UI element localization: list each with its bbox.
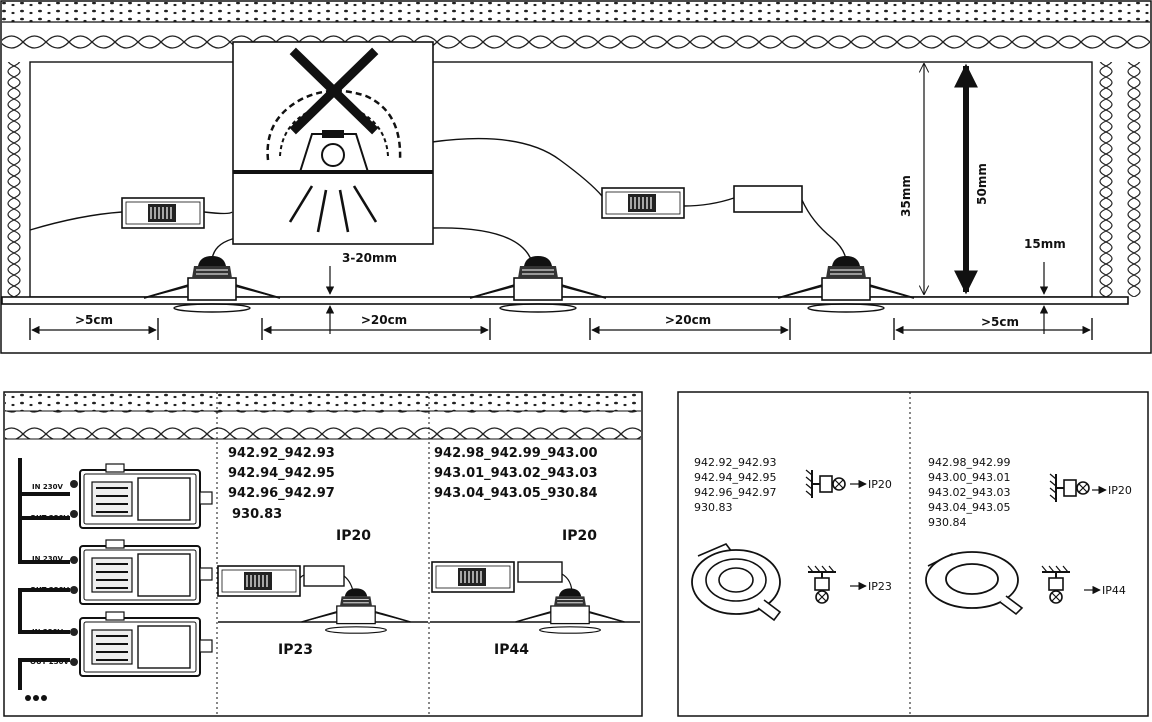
- ip-left-bottom: IP23: [868, 580, 892, 593]
- ip-right-bottom: IP44: [1102, 584, 1126, 597]
- right-code-3: 943.04_943.05_930.84: [434, 486, 598, 501]
- wiring-box-2: [69, 539, 213, 605]
- ip-left-top: IP20: [868, 478, 892, 491]
- right-ip-bottom: IP44: [494, 642, 529, 658]
- ip-right-code-3: 943.02_943.03: [928, 486, 1010, 499]
- in-label-2: IN 230V: [32, 555, 64, 563]
- ip-right-code-2: 943.00_943.01: [928, 471, 1010, 484]
- out-label-3: OUT 230V: [30, 658, 69, 666]
- dim-mid-gap-2: >20cm: [665, 313, 711, 327]
- mid-column: 942.92_942.93 942.94_942.95 942.96_942.9…: [217, 446, 428, 658]
- ip-rating-panel: 942.92_942.93 942.94_942.95 942.96_942.9…: [677, 391, 1149, 717]
- mid-code-3: 942.96_942.97: [228, 486, 335, 501]
- ip-right-code-4: 943.04_943.05: [928, 501, 1010, 514]
- downlight-round-right: [925, 551, 1024, 616]
- top-installation-panel: 35mm 50mm 15mm 3-20mm >5cm >20cm >20cm >…: [0, 0, 1152, 354]
- driver-box: [733, 185, 803, 213]
- mid-ip-top: IP20: [336, 528, 371, 544]
- dim-35mm: 35mm: [899, 175, 913, 217]
- ip-right-code-1: 942.98_942.99: [928, 456, 1010, 469]
- mid-transformer: [217, 565, 301, 597]
- wiring-box-1: [69, 463, 213, 529]
- dim-mid-gap-1: >20cm: [361, 313, 407, 327]
- ip-left-code-1: 942.92_942.93: [694, 456, 776, 469]
- dim-50mm: 50mm: [975, 163, 989, 205]
- wiring-panel: IN 230V OUT 230V IN 230V OUT 230V IN 230…: [3, 391, 643, 717]
- mid-code-2: 942.94_942.95: [228, 466, 335, 481]
- right-transformer: [431, 561, 515, 593]
- no-insulation-warning: [232, 41, 434, 245]
- right-code-2: 943.01_943.02_943.03: [434, 466, 598, 481]
- ip-right-top: IP20: [1108, 484, 1132, 497]
- ip-left-code-4: 930.83: [694, 501, 733, 514]
- ip-left-code-3: 942.96_942.97: [694, 486, 776, 499]
- mid-code-4: 930.83: [232, 507, 282, 522]
- ip-left-code-2: 942.94_942.95: [694, 471, 776, 484]
- dim-right-gap: >5cm: [981, 315, 1019, 329]
- wiring-box-3: [69, 611, 213, 677]
- right-ip-top: IP20: [562, 528, 597, 544]
- right-column: 942.98_942.99_943.00 943.01_943.02_943.0…: [430, 446, 640, 658]
- transformer-left: [121, 197, 205, 229]
- transformer-middle: [601, 187, 685, 219]
- dim-15mm: 15mm: [1024, 237, 1066, 251]
- ip-right-code-5: 930.84: [928, 516, 967, 529]
- in-label-1: IN 230V: [32, 483, 64, 491]
- downlight-round-left: [691, 543, 782, 622]
- out-label-2: OUT 230V: [30, 586, 69, 594]
- in-label-3: IN 230V: [32, 628, 64, 636]
- dim-left-gap: >5cm: [75, 313, 113, 327]
- dim-thickness: 3-20mm: [342, 251, 397, 265]
- right-code-1: 942.98_942.99_943.00: [434, 446, 598, 461]
- mid-ip-bottom: IP23: [278, 642, 313, 658]
- mid-code-1: 942.92_942.93: [228, 446, 335, 461]
- out-label-1: OUT 230V: [30, 514, 69, 522]
